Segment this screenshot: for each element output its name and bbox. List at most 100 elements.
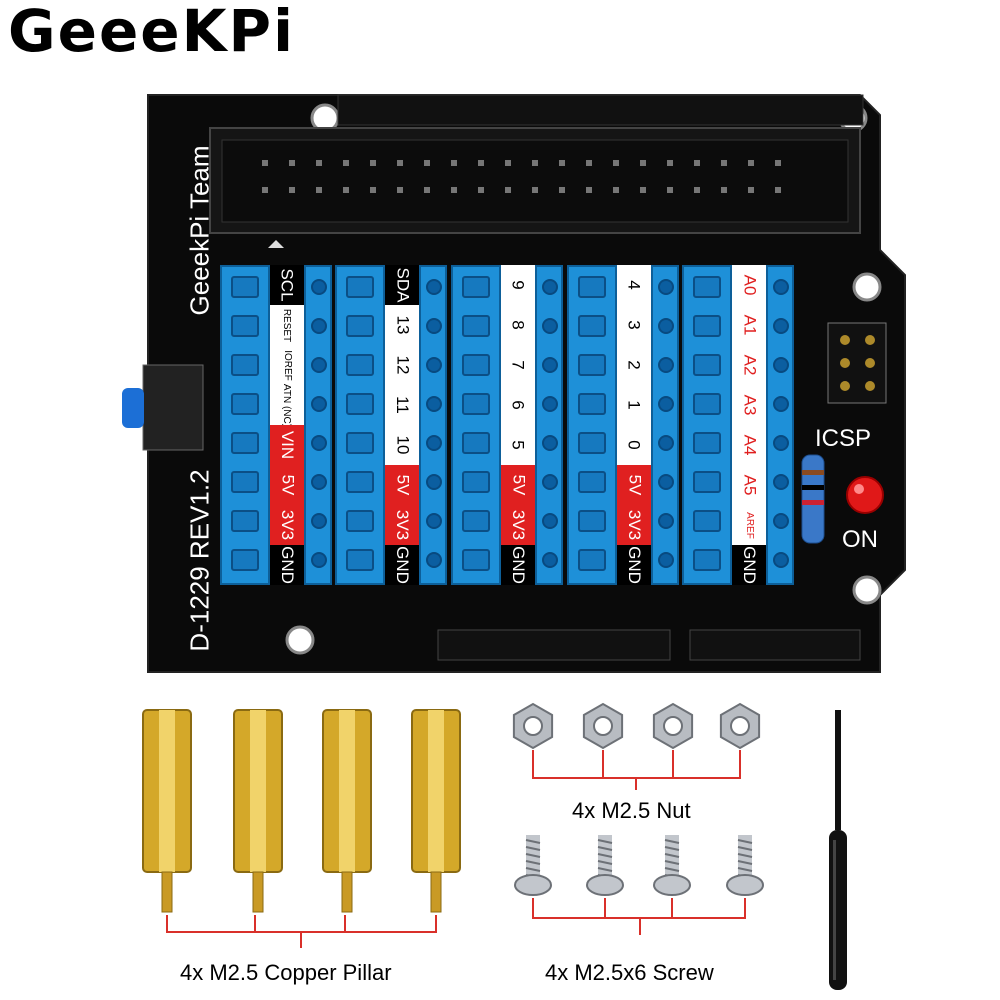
- wire-slot: [462, 432, 490, 454]
- screwdriver: [829, 710, 847, 990]
- pin-label: 2: [617, 345, 651, 385]
- hex-nut: [512, 702, 554, 750]
- nut-bracket: [532, 750, 741, 790]
- resistor: [801, 454, 825, 544]
- pin-label: 5V: [501, 465, 535, 505]
- pin-label: 9: [501, 265, 535, 305]
- accessories: [142, 702, 847, 990]
- mount-hole: [285, 625, 315, 655]
- terminal-screw: [773, 474, 789, 490]
- pin-label: 3: [617, 305, 651, 345]
- terminal-screw: [426, 279, 442, 295]
- wire-slot: [462, 471, 490, 493]
- nuts: [512, 702, 761, 750]
- header-pin: [559, 187, 565, 193]
- header-pin: [478, 187, 484, 193]
- terminal-screw: [658, 357, 674, 373]
- wire-slot: [578, 276, 606, 298]
- header-pin: [775, 160, 781, 166]
- icsp-label: ICSP: [815, 425, 872, 452]
- terminal-screw: [542, 435, 558, 451]
- terminal-screw: [773, 552, 789, 568]
- header-pin: [370, 187, 376, 193]
- terminal-body: [220, 265, 270, 585]
- pin-label: 12: [385, 345, 419, 385]
- terminal-screw: [311, 474, 327, 490]
- terminal-body: [451, 265, 501, 585]
- terminal-screw-strip: [651, 265, 679, 585]
- screw-caption: 4x M2.5x6 Screw: [545, 960, 714, 985]
- pin-label: 5V: [270, 465, 304, 505]
- pin-label: A4: [732, 425, 766, 465]
- led-label: ON: [842, 526, 878, 553]
- wire-slot: [231, 432, 259, 454]
- terminal-screw: [542, 396, 558, 412]
- screw: [514, 835, 552, 896]
- wire-slot: [578, 354, 606, 376]
- header-pin: [694, 160, 700, 166]
- terminal-screw: [773, 513, 789, 529]
- pin-label: A1: [732, 305, 766, 345]
- wire-slot: [578, 393, 606, 415]
- wire-slot: [231, 393, 259, 415]
- header-pin: [640, 160, 646, 166]
- wire-slot: [693, 354, 721, 376]
- terminal-screw: [426, 357, 442, 373]
- header-pin: [748, 160, 754, 166]
- terminal-screw: [426, 318, 442, 334]
- terminal-screw: [542, 318, 558, 334]
- mount-hole: [852, 575, 882, 605]
- header-pin: [289, 187, 295, 193]
- wire-slot: [231, 276, 259, 298]
- header-pin: [613, 187, 619, 193]
- header-pin: [370, 160, 376, 166]
- terminal-screw: [542, 279, 558, 295]
- pin-label: GND: [617, 545, 651, 585]
- wire-slot: [462, 276, 490, 298]
- pin-label: 3V3: [617, 505, 651, 545]
- pin-label: 6: [501, 385, 535, 425]
- pin-label: 8: [501, 305, 535, 345]
- terminal-screw: [658, 396, 674, 412]
- header-pin: [262, 160, 268, 166]
- header-pin: [343, 187, 349, 193]
- wire-slot: [346, 315, 374, 337]
- wire-slot: [462, 393, 490, 415]
- pin-label: 7: [501, 345, 535, 385]
- terminal-screw: [311, 279, 327, 295]
- wire-slot: [693, 393, 721, 415]
- pin-label: GND: [732, 545, 766, 585]
- wire-slot: [231, 471, 259, 493]
- wire-slot: [693, 315, 721, 337]
- model-text: D-1229 REV1.2: [184, 469, 215, 652]
- header-pin: [424, 187, 430, 193]
- hex-nut: [652, 702, 694, 750]
- reset-button-body: [142, 364, 204, 451]
- icsp-header: [827, 322, 887, 404]
- team-text: GeeekPi Team: [184, 145, 215, 316]
- header-pin: [505, 160, 511, 166]
- copper-pillar: [411, 709, 461, 913]
- terminal-screw-strip: [304, 265, 332, 585]
- wire-slot: [346, 471, 374, 493]
- terminal-body: [682, 265, 732, 585]
- header-pin: [316, 160, 322, 166]
- header-pin: [559, 160, 565, 166]
- screw: [653, 835, 691, 896]
- terminal-screw: [426, 552, 442, 568]
- terminal-screw-strip: [766, 265, 794, 585]
- pin-label: GND: [385, 545, 419, 585]
- pin-label: GND: [501, 545, 535, 585]
- terminal-screw: [311, 396, 327, 412]
- wire-slot: [578, 549, 606, 571]
- power-led: [846, 476, 884, 514]
- header-pin: [613, 160, 619, 166]
- wire-slot: [231, 354, 259, 376]
- wire-slot: [578, 432, 606, 454]
- terminal-screw: [773, 396, 789, 412]
- terminal-screw: [658, 552, 674, 568]
